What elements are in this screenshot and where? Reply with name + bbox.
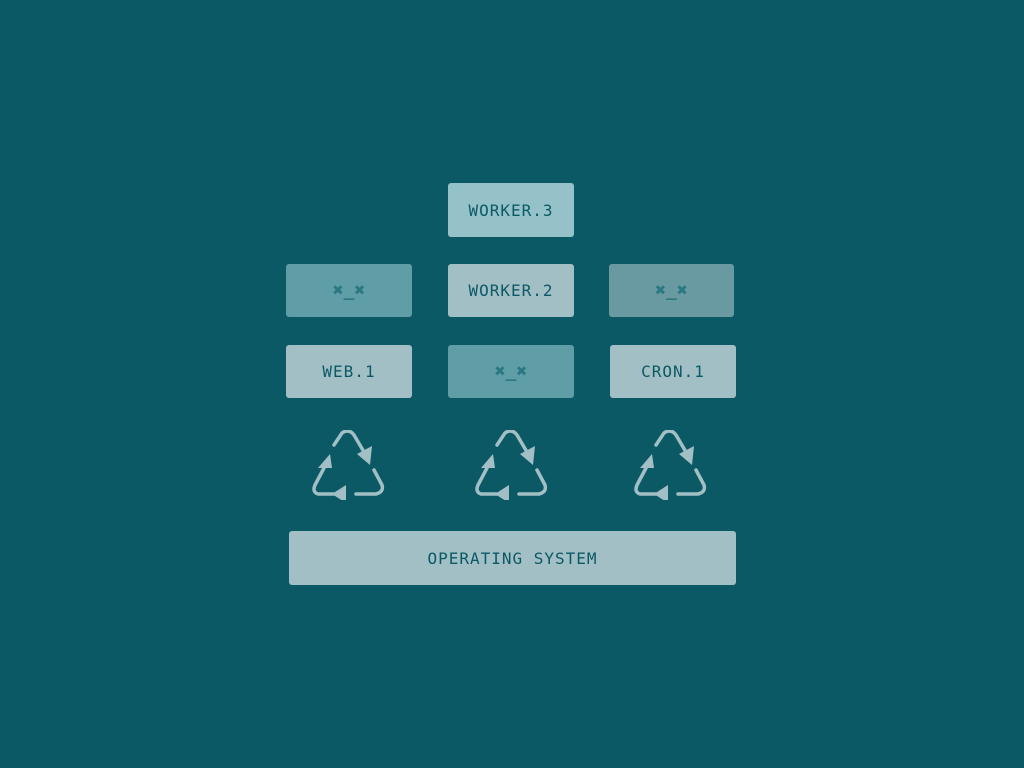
operating-system-label: OPERATING SYSTEM [427, 548, 598, 568]
operating-system-bar: OPERATING SYSTEM [289, 531, 736, 585]
crashed-face: ✖_✖ [494, 361, 528, 382]
recycle-icon [475, 430, 548, 500]
process-label: WORKER.2 [468, 281, 554, 300]
process-cron-1: CRON.1 [610, 345, 736, 398]
process-label: CRON.1 [641, 362, 705, 381]
recycle-icon [634, 430, 707, 500]
recycle-icon [312, 430, 385, 500]
crashed-process-right: ✖_✖ [609, 264, 734, 317]
process-worker-2: WORKER.2 [448, 264, 574, 317]
process-label: WEB.1 [322, 362, 376, 381]
process-web-1: WEB.1 [286, 345, 412, 398]
crashed-face: ✖_✖ [655, 280, 688, 301]
process-worker-3: WORKER.3 [448, 183, 574, 237]
crashed-process-center: ✖_✖ [448, 345, 574, 398]
crashed-process-left: ✖_✖ [286, 264, 412, 317]
process-label: WORKER.3 [468, 200, 554, 220]
crashed-face: ✖_✖ [332, 280, 366, 301]
